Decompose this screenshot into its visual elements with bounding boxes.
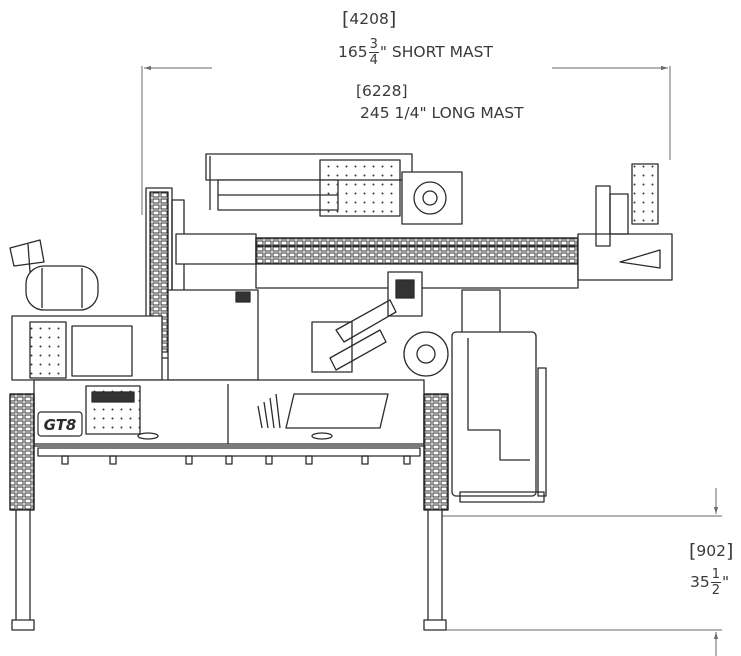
chassis-bolts	[61, 455, 411, 465]
overall-width-dimension	[141, 65, 671, 215]
overall-width-mm-short: [4208]	[342, 8, 397, 30]
fraction-numerator: 3	[368, 37, 379, 53]
overall-width-in-short-suffix: " SHORT MAST	[379, 43, 493, 61]
ground-clearance-in-whole: 35	[690, 573, 710, 591]
engine-block	[11, 289, 353, 381]
fraction-denominator: 2	[711, 583, 721, 598]
ground-clearance-mm: [902]	[689, 540, 734, 562]
main-chassis	[33, 379, 425, 457]
ground-clearance-mm-value: 902	[696, 542, 727, 560]
winch-assembly	[205, 153, 463, 225]
gt8-badge-text: GT8	[44, 416, 77, 434]
gt8-badge: GT8	[37, 411, 83, 437]
overall-width-mm-long: [6228]	[356, 82, 408, 100]
overall-width-in-long: 245 1/4" LONG MAST	[360, 104, 524, 122]
overall-width-in-short-whole: 165	[338, 43, 368, 61]
fraction-numerator: 1	[710, 567, 722, 583]
rotation-hub	[329, 271, 501, 377]
outrigger-legs	[11, 509, 447, 631]
overall-width-mm-short-value: 4208	[349, 10, 389, 28]
fraction-denominator: 4	[369, 53, 378, 68]
ground-clearance-in-suffix: "	[722, 573, 730, 591]
exhaust-muffler	[9, 239, 99, 311]
left-track	[9, 393, 35, 511]
hydraulic-tank	[451, 331, 547, 503]
right-track	[423, 393, 449, 511]
ground-clearance-dimension	[440, 488, 722, 656]
machine-outline	[9, 153, 673, 631]
